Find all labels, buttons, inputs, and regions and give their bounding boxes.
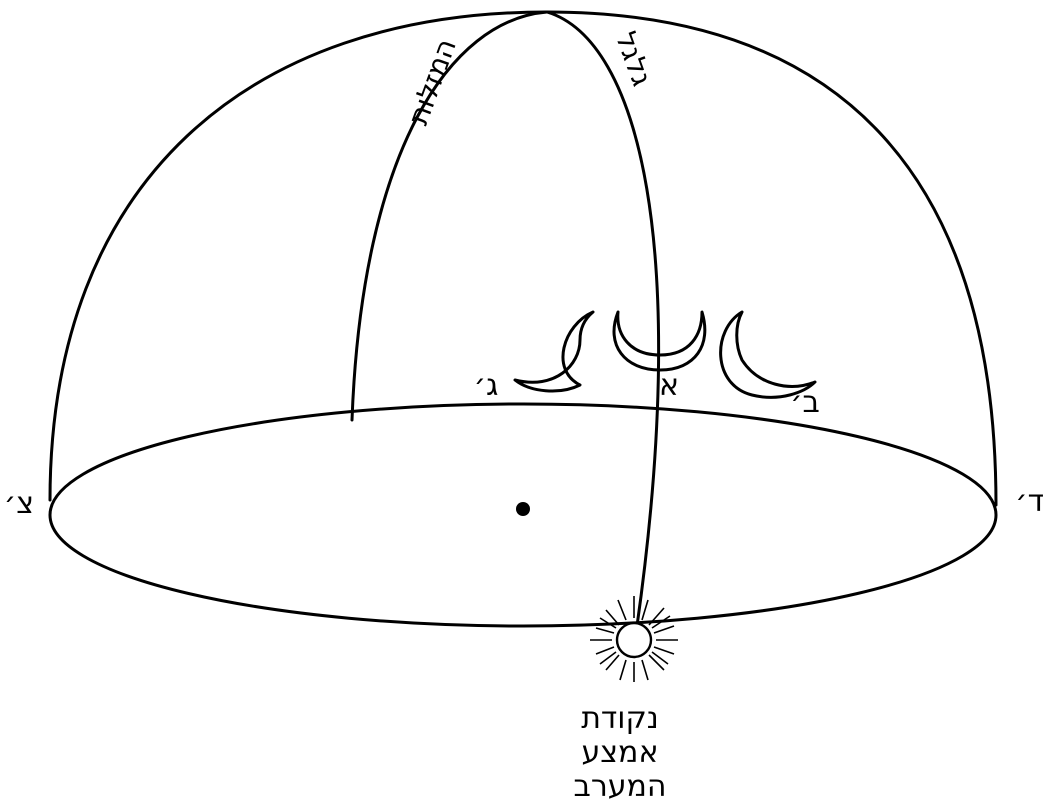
moon-c-crescent [515, 312, 593, 391]
label-east-point: ד׳ [1015, 484, 1044, 519]
label-sunset-line3: המערב [573, 769, 666, 804]
dome-outline [50, 12, 996, 505]
meridian-arc [547, 12, 659, 626]
label-sunset-line1: נקודת [581, 701, 659, 736]
label-sunset-line2: אמצע [581, 735, 658, 770]
label-moon-a: א [659, 368, 679, 403]
label-moon-c: ג׳ [474, 368, 499, 403]
label-zodiac-word2: המזלות [401, 34, 462, 129]
sun-icon [590, 596, 678, 682]
sun-disk [617, 623, 651, 657]
center-point [516, 502, 530, 516]
label-west-point: צ׳ [4, 486, 34, 521]
label-moon-b: ב׳ [790, 385, 820, 420]
